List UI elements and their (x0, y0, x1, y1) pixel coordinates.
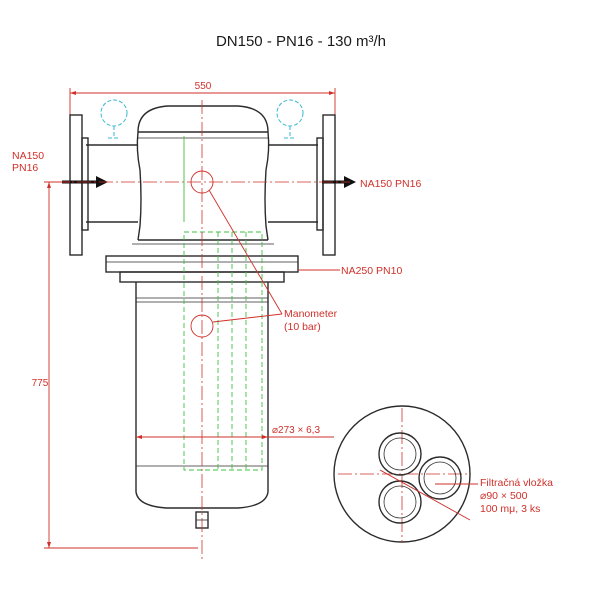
section-view (333, 405, 478, 543)
diameter-dimension-value: ⌀273 × 6,3 (272, 425, 320, 436)
manometer-port-upper (190, 170, 214, 194)
inlet-label-line2: PN16 (12, 162, 38, 174)
manometer-label-line2: (10 bar) (284, 321, 321, 333)
upper-housing (132, 105, 274, 245)
inlet-nozzle (69, 114, 138, 256)
diameter-dimension: ⌀273 × 6,3 (136, 425, 334, 439)
mid-flange-label: NA250 PN10 (341, 265, 402, 277)
manometer-port-lower (190, 314, 214, 338)
inlet-label-line1: NA150 (12, 150, 44, 162)
width-dimension-value: 550 (195, 81, 212, 92)
outlet-label: NA150 PN16 (360, 178, 421, 190)
manometer-leaders (208, 189, 283, 323)
gauge-right (276, 99, 304, 139)
cartridges-hidden (183, 136, 263, 471)
drawing-title: DN150 - PN16 - 130 m³/h (216, 33, 386, 50)
height-dimension-value: 775 (32, 378, 49, 389)
height-dimension: 775 (32, 181, 198, 549)
manometer-label-line1: Manometer (284, 308, 338, 320)
outlet-nozzle (268, 114, 336, 256)
cartridge-label-line2: ⌀90 × 500 (480, 490, 528, 502)
gauge-left (100, 99, 128, 139)
cartridge-label-line3: 100 mμ, 3 ks (480, 503, 540, 515)
width-dimension: 550 (69, 81, 336, 118)
cartridge-label-line1: Filtračná vložka (480, 477, 553, 489)
